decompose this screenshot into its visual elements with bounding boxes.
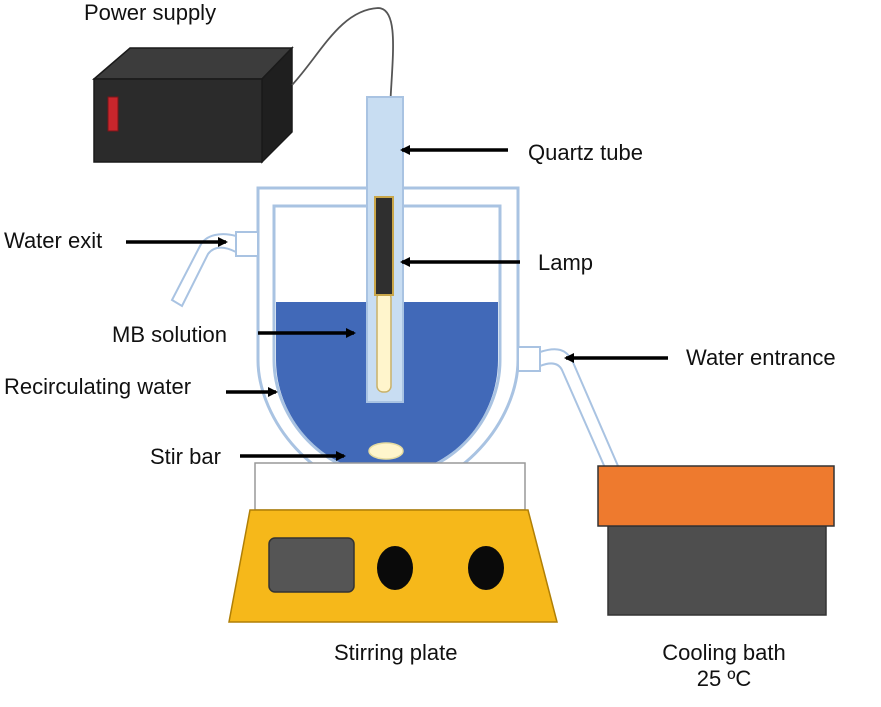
label-quartz-tube: Quartz tube — [528, 140, 643, 165]
water-exit-tube — [170, 231, 259, 308]
water-entrance-tube — [517, 346, 620, 472]
label-cooling-bath-line1: Cooling bath — [662, 640, 786, 665]
stir-bar-shape — [368, 442, 404, 460]
lamp-body — [374, 196, 394, 296]
stir-knob-1 — [377, 546, 413, 590]
label-cooling-bath: Cooling bath 25 ºC — [640, 640, 808, 692]
label-stirring-plate: Stirring plate — [334, 640, 458, 665]
stir-knob-2 — [468, 546, 504, 590]
lamp-glass — [376, 291, 392, 393]
label-power-supply: Power supply — [84, 0, 217, 25]
power-switch — [107, 96, 119, 132]
label-water-entrance: Water entrance — [686, 345, 836, 370]
label-cooling-bath-line2: 25 ºC — [696, 666, 752, 691]
power-supply-box — [91, 46, 294, 164]
power-cable — [291, 7, 394, 201]
cooling-bath-body — [607, 525, 827, 616]
cooling-bath-lid — [597, 465, 835, 527]
stir-plate-display — [268, 537, 355, 593]
stir-plate-top — [254, 462, 526, 511]
power-box-front — [93, 78, 263, 163]
label-mb-solution: MB solution — [112, 322, 227, 347]
label-lamp: Lamp — [538, 250, 594, 275]
label-recirculating-water: Recirculating water — [4, 374, 192, 399]
label-water-exit: Water exit — [4, 228, 103, 253]
label-stir-bar: Stir bar — [150, 444, 221, 469]
